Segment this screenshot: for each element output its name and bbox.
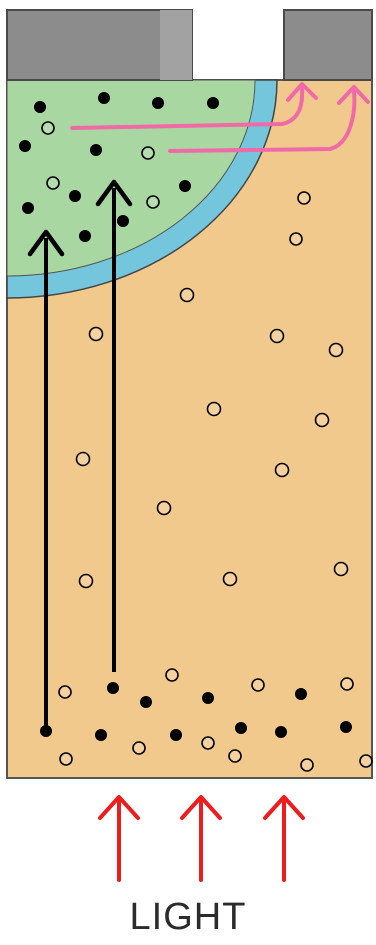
light-arrow-3-head: [263, 795, 305, 820]
hollow-circle-icon: [228, 749, 242, 763]
hollow-circle-icon: [222, 571, 238, 587]
hollow-circle-icon: [201, 736, 215, 750]
filled-circle-icon: [95, 729, 107, 741]
hollow-circle-icon: [340, 677, 354, 691]
light-arrow-2-head: [180, 795, 222, 820]
pink-arrow-upper: [70, 86, 305, 130]
filled-circle-icon: [340, 721, 352, 733]
hollow-circle-icon: [274, 462, 290, 478]
filled-circle-icon: [295, 688, 307, 700]
hollow-dots: [41, 121, 373, 772]
hollow-circle-icon: [333, 561, 349, 577]
filled-circle-icon: [34, 101, 46, 113]
right-electrode: [283, 9, 373, 81]
hollow-circle-icon: [206, 401, 222, 417]
filled-circle-icon: [107, 682, 119, 694]
doped-region: [6, 79, 256, 277]
left-electrode-shade: [160, 10, 192, 80]
filled-circle-icon: [69, 190, 81, 202]
hollow-circle-icon: [328, 342, 344, 358]
hollow-circle-icon: [146, 195, 160, 209]
hollow-circle-icon: [251, 678, 265, 692]
pink-arrow-lower: [168, 90, 357, 153]
light-arrow-1-head: [98, 795, 140, 820]
hollow-circle-icon: [78, 573, 94, 589]
hollow-circle-icon: [41, 121, 55, 135]
hollow-circle-icon: [141, 146, 155, 160]
filled-circle-icon: [235, 722, 247, 734]
filled-circle-icon: [40, 725, 52, 737]
hollow-circle-icon: [179, 287, 195, 303]
hollow-circle-icon: [88, 326, 104, 342]
filled-circle-icon: [202, 692, 214, 704]
hollow-circle-icon: [58, 685, 72, 699]
hollow-circle-icon: [132, 741, 146, 755]
hollow-circle-icon: [269, 328, 285, 344]
filled-circle-icon: [90, 144, 102, 156]
light-label: LIGHT: [129, 896, 247, 938]
hollow-circle-icon: [359, 754, 373, 768]
filled-circle-icon: [152, 97, 164, 109]
hollow-circle-icon: [300, 758, 314, 772]
filled-circle-icon: [98, 92, 110, 104]
hollow-circle-icon: [156, 500, 172, 516]
filled-circle-icon: [22, 202, 34, 214]
black-arrow-left-head: [27, 229, 65, 257]
filled-circle-icon: [207, 97, 219, 109]
filled-circle-icon: [275, 726, 287, 738]
filled-circle-icon: [170, 729, 182, 741]
filled-circle-icon: [140, 696, 152, 708]
hollow-circle-icon: [46, 176, 60, 190]
pink-arrow-upper-head: [286, 82, 318, 102]
filled-circle-icon: [117, 215, 129, 227]
light-arrows: [98, 795, 305, 882]
hollow-circle-icon: [297, 191, 311, 205]
filled-circle-icon: [19, 140, 31, 152]
filled-dots: [19, 92, 352, 741]
hollow-circle-icon: [165, 668, 179, 682]
hollow-circle-icon: [59, 752, 73, 766]
filled-circle-icon: [79, 230, 91, 242]
pink-arrow-lower-head: [337, 85, 370, 105]
hollow-circle-icon: [314, 412, 330, 428]
filled-circle-icon: [179, 180, 191, 192]
hollow-circle-icon: [75, 451, 91, 467]
black-arrow-right-head: [95, 179, 133, 207]
hollow-circle-icon: [289, 232, 303, 246]
